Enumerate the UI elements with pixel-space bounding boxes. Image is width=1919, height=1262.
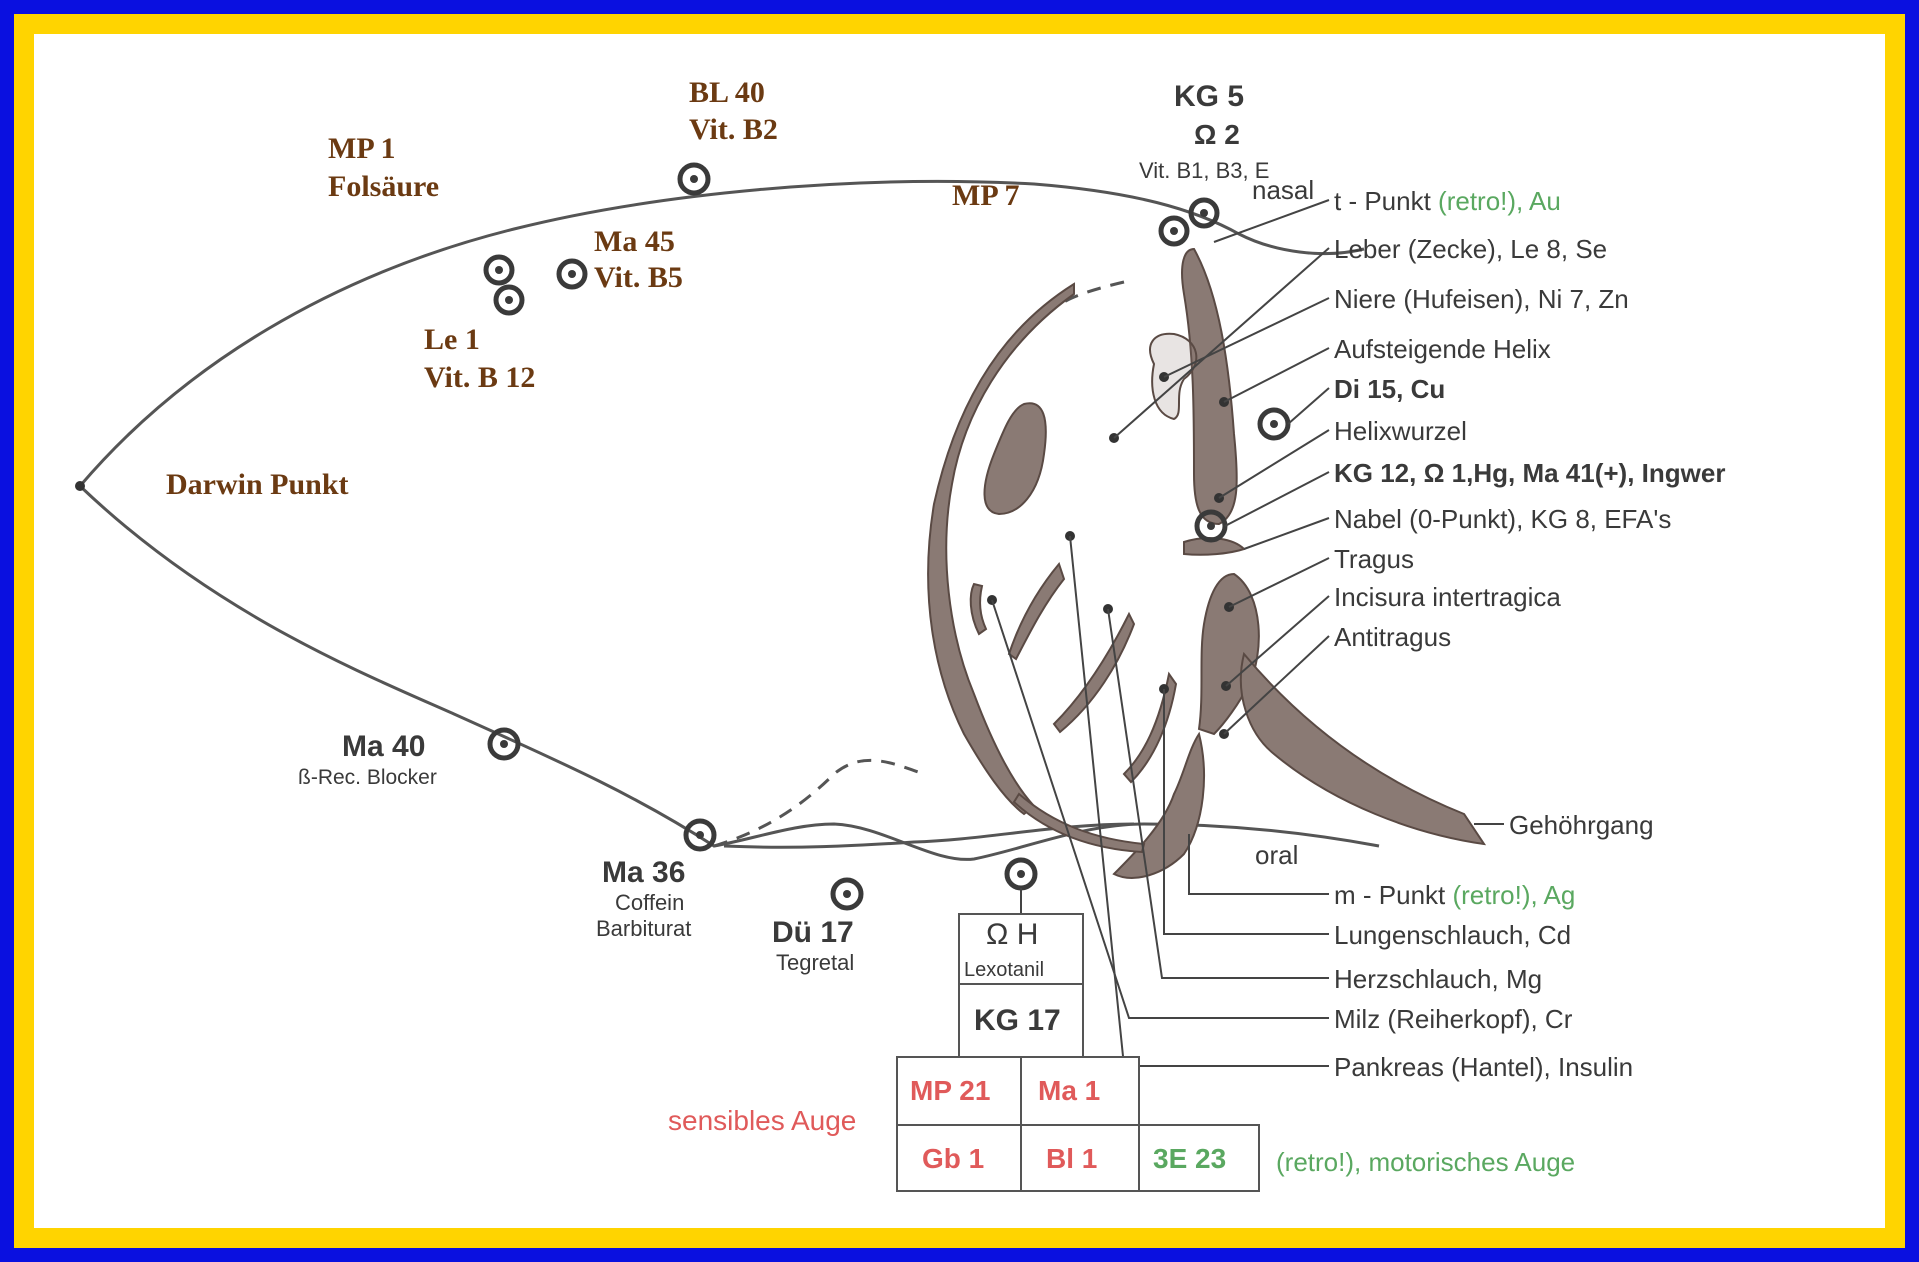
right-label-2: Niere (Hufeisen), Ni 7, Zn (1334, 284, 1629, 314)
right-label-0: t - Punkt (retro!), Au (1334, 186, 1561, 216)
nasal-label: nasal (1252, 175, 1314, 205)
antitragus-region (1114, 734, 1204, 878)
du17-sub: Tegretal (776, 950, 854, 975)
ring-di15 (1260, 410, 1288, 438)
omega2-label: Ω 2 (1194, 119, 1240, 150)
crus-4 (971, 584, 986, 634)
ear-diagram: MP 1 Folsäure BL 40 Vit. B2 MP 7 Ma 45 V… (34, 34, 1885, 1228)
ma36-sub2: Barbiturat (596, 916, 691, 941)
right-labels: t - Punkt (retro!), Au Leber (Zecke), Le … (1334, 186, 1725, 1082)
right-label-3: Aufsteigende Helix (1334, 334, 1551, 364)
gb1-cell: Gb 1 (922, 1143, 984, 1174)
ma45-sub: Vit. B5 (594, 261, 683, 294)
bl40-sub: Vit. B2 (689, 113, 778, 146)
bl1-cell: Bl 1 (1046, 1143, 1097, 1174)
points (75, 372, 1234, 739)
ear-canal (1241, 654, 1484, 844)
ring-du17 (833, 880, 861, 908)
dashed-inner-lower (714, 760, 924, 846)
ma36-label: Ma 36 (602, 856, 685, 889)
ring-ma36 (686, 821, 714, 849)
sensibles-auge-label: sensibles Auge (668, 1105, 856, 1136)
kg5-label: KG 5 (1174, 80, 1244, 113)
crus-1 (1009, 564, 1064, 659)
lexotanil-label: Lexotanil (964, 959, 1044, 981)
ring-mp7 (1161, 218, 1187, 244)
diagram-canvas: MP 1 Folsäure BL 40 Vit. B2 MP 7 Ma 45 V… (34, 34, 1885, 1228)
right-label-9: Incisura intertragica (1334, 582, 1561, 612)
motorisches-auge-label: (retro!), motorisches Auge (1276, 1147, 1575, 1177)
mp1-label: MP 1 (328, 132, 396, 165)
liver-region (984, 403, 1045, 514)
du17-label: Dü 17 (772, 916, 854, 949)
right-label-13: Lungenschlauch, Cd (1334, 920, 1571, 950)
kg5-sub: Vit. B1, B3, E (1139, 158, 1269, 183)
ma45-label: Ma 45 (594, 225, 675, 258)
right-label-12: m - Punkt (retro!), Ag (1334, 880, 1575, 910)
mp7-label: MP 7 (952, 179, 1020, 212)
ring-ma45 (559, 261, 585, 287)
darwin-dot (75, 481, 85, 491)
ring-mp1-a (486, 257, 512, 283)
ma40-label: Ma 40 (342, 730, 425, 763)
kg17-label: KG 17 (974, 1004, 1061, 1037)
ring-ma40 (490, 730, 518, 758)
right-label-8: Tragus (1334, 544, 1414, 574)
kidney-region (1150, 334, 1196, 419)
right-label-14: Herzschlauch, Mg (1334, 964, 1542, 994)
mp1-sub: Folsäure (328, 170, 439, 203)
bl40-label: BL 40 (689, 76, 765, 109)
right-label-15: Milz (Reiherkopf), Cr (1334, 1004, 1573, 1034)
ma40-sub: ß-Rec. Blocker (298, 766, 437, 789)
ma1-cell: Ma 1 (1038, 1075, 1100, 1106)
ma36-sub1: Coffein (615, 890, 684, 915)
right-label-16: Pankreas (Hantel), Insulin (1334, 1052, 1633, 1082)
right-label-7: Nabel (0-Punkt), KG 8, EFA's (1334, 504, 1671, 534)
omega-h-label: Ω H (986, 918, 1038, 951)
le1-label: Le 1 (424, 323, 480, 356)
antihelix-arc (928, 284, 1074, 814)
crus-2 (1054, 614, 1134, 732)
oral-label: oral (1255, 840, 1298, 870)
ring-bl40 (680, 165, 708, 193)
right-label-1: Leber (Zecke), Le 8, Se (1334, 234, 1607, 264)
right-label-10: Antitragus (1334, 622, 1451, 652)
right-label-5: Helixwurzel (1334, 416, 1467, 446)
mp21-cell: MP 21 (910, 1075, 990, 1106)
ring-le1 (496, 287, 522, 313)
3e23-cell: 3E 23 (1153, 1143, 1226, 1174)
helix-ascending (1182, 249, 1237, 524)
darwin-label: Darwin Punkt (166, 468, 349, 501)
right-label-4: Di 15, Cu (1334, 374, 1445, 404)
right-label-6: KG 12, Ω 1,Hg, Ma 41(+), Ingwer (1334, 458, 1725, 488)
right-label-11: Gehöhrgang (1509, 810, 1654, 840)
ring-omega-h (1007, 860, 1035, 888)
le1-sub: Vit. B 12 (424, 361, 535, 394)
